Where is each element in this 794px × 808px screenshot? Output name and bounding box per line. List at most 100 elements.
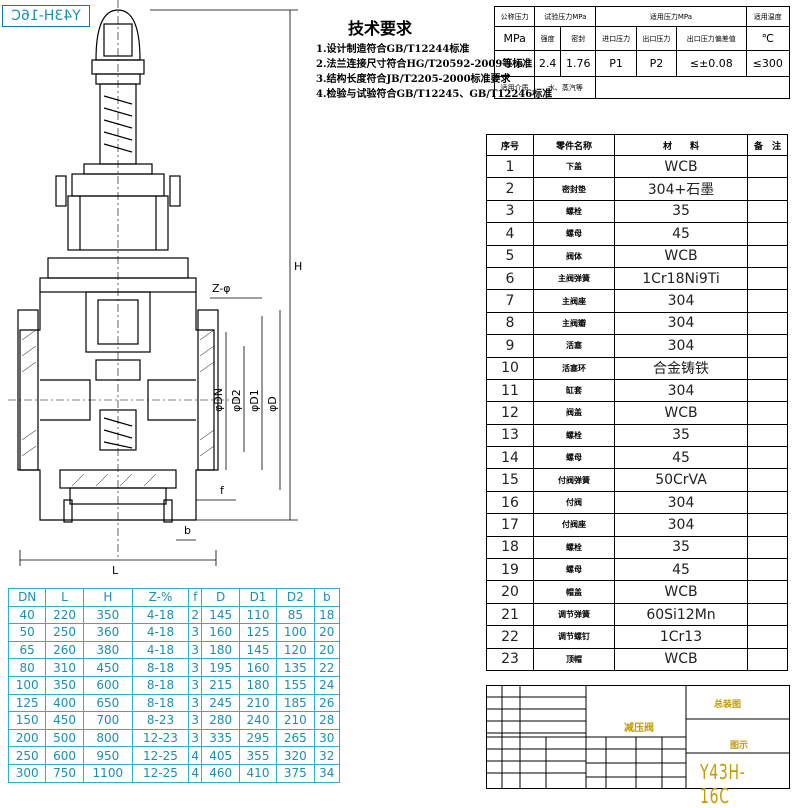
- part-remark: [747, 289, 788, 313]
- part-number: 4: [486, 222, 534, 246]
- part-material: 304: [614, 311, 748, 336]
- part-material: WCB: [614, 401, 748, 425]
- dims-cell: 4: [187, 763, 203, 783]
- part-material: WCB: [614, 580, 748, 604]
- part-number: 22: [486, 625, 534, 649]
- part-remark: [747, 625, 788, 649]
- requirement-item: 2.法兰连接尺寸符合HG/T20592-2009等标准: [316, 59, 533, 70]
- dims-cell: 155: [276, 675, 315, 695]
- dims-header-cell: L: [45, 588, 84, 607]
- title-block-product-name: 减压阀: [624, 723, 654, 734]
- dims-header-cell: D1: [238, 588, 278, 607]
- dims-header-cell: b: [313, 588, 341, 607]
- part-remark: [747, 154, 788, 179]
- part-remark: [747, 378, 788, 403]
- param-value-inlet: P1: [595, 50, 637, 77]
- part-material: WCB: [614, 244, 748, 268]
- dims-cell: 310: [45, 658, 84, 677]
- dims-cell: 120: [276, 640, 315, 660]
- dims-cell: 210: [238, 693, 278, 713]
- part-number: 13: [486, 423, 534, 448]
- part-material: 304: [614, 513, 748, 537]
- param-empty-cell: [595, 76, 790, 99]
- part-name: 调节弹簧: [533, 602, 615, 627]
- dims-cell: 355: [238, 746, 278, 765]
- part-remark: [747, 334, 788, 358]
- param-value-seal: 1.76: [559, 50, 597, 77]
- dims-header-cell: H: [82, 588, 133, 607]
- dims-cell: 18: [313, 605, 341, 625]
- param-header-temp: 适用温度: [745, 6, 791, 27]
- part-material: 304: [614, 378, 748, 403]
- title-block-model: Y43H-16C: [700, 760, 746, 808]
- dim-label-H: H: [294, 260, 302, 273]
- param-header-medium: 适用介质: [493, 76, 536, 99]
- dims-cell: 4-18: [131, 640, 190, 660]
- dim-label-DN: φDN: [212, 388, 225, 412]
- parts-header-material: 材 料: [614, 134, 748, 156]
- dims-cell: 240: [238, 711, 278, 730]
- dims-header-cell: f: [187, 588, 203, 607]
- dims-cell: 195: [201, 658, 240, 677]
- dims-cell: 185: [276, 693, 315, 713]
- param-header-outlet: 出口压力: [635, 26, 678, 51]
- dims-header-cell: DN: [7, 588, 47, 607]
- part-name: 活塞: [533, 334, 615, 358]
- dim-label-f: f: [220, 484, 225, 497]
- dims-cell: 405: [201, 746, 240, 765]
- dims-cell: 160: [238, 658, 278, 677]
- dims-cell: 180: [238, 675, 278, 695]
- part-remark: [747, 266, 788, 291]
- param-header-deviation: 出口压力偏差值: [676, 26, 747, 51]
- dims-cell: 3: [187, 623, 203, 642]
- parts-header-no: 序号: [486, 134, 534, 156]
- dims-cell: 125: [238, 623, 278, 642]
- part-number: 7: [486, 289, 534, 313]
- dims-cell: 145: [238, 640, 278, 660]
- part-name: 缸套: [533, 378, 615, 403]
- part-name: 活塞环: [533, 356, 615, 380]
- part-material: 35: [614, 423, 748, 448]
- dim-label-Z: Z-φ: [212, 282, 231, 295]
- dims-cell: 360: [82, 623, 133, 642]
- dims-cell: 250: [7, 746, 47, 765]
- param-header-inlet: 进口压力: [595, 26, 637, 51]
- dim-label-L: L: [112, 564, 119, 577]
- requirements-list: 1.设计制造符合GB/T12244标准 2.法兰连接尺寸符合HG/T20592-…: [316, 42, 552, 102]
- part-remark: [747, 401, 788, 425]
- param-header-shell: 强度: [534, 26, 561, 51]
- part-name: 付阀座: [533, 513, 615, 537]
- part-material: 60Si12Mn: [614, 602, 748, 627]
- dims-header-cell: D: [201, 588, 240, 607]
- dims-cell: 145: [201, 605, 240, 625]
- dims-cell: 4-18: [131, 605, 190, 625]
- parameters-table: 公称压力 试验压力MPa 适用压力MPa 适用温度 MPa 强度 密封 进口压力…: [493, 6, 791, 99]
- dims-cell: 600: [45, 746, 84, 765]
- dims-cell: 1100: [82, 763, 133, 783]
- dims-cell: 245: [201, 693, 240, 713]
- part-remark: [747, 558, 788, 582]
- part-name: 螺栓: [533, 535, 615, 560]
- dims-cell: 600: [82, 675, 133, 695]
- dims-cell: 220: [45, 605, 84, 625]
- part-number: 6: [486, 266, 534, 291]
- requirement-item: 1.设计制造符合GB/T12244标准: [316, 44, 470, 55]
- dims-cell: 4: [187, 746, 203, 765]
- dims-cell: 8-18: [131, 658, 190, 677]
- part-name: 顶帽: [533, 647, 615, 671]
- dims-header-cell: D2: [276, 588, 315, 607]
- dims-cell: 85: [276, 605, 315, 625]
- part-remark: [747, 199, 788, 224]
- dims-cell: 22: [313, 658, 341, 677]
